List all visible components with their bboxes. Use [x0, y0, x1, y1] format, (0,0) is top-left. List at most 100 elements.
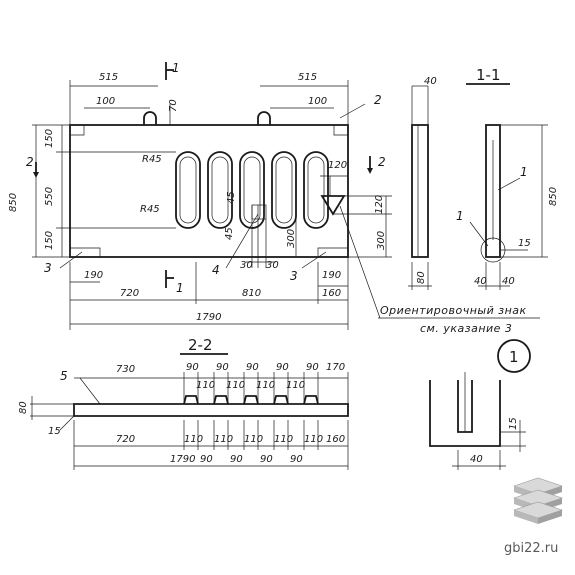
- callout-3-right: 3: [290, 269, 298, 283]
- elev-dim-110-b5: 110: [304, 434, 323, 445]
- callout-5: 5: [60, 369, 68, 383]
- callout-1-a: 1: [520, 165, 528, 179]
- dim-160: 160: [322, 288, 341, 299]
- elev-dim-110-b2: 110: [214, 434, 233, 445]
- elevation-slab: [73, 403, 349, 417]
- dim-top-left: 515: [99, 72, 118, 83]
- elev-dim-90-b3: 90: [260, 454, 273, 465]
- dim-190-b: 190: [322, 270, 341, 281]
- orientation-mark-icon: [320, 195, 346, 216]
- elev-dim-90-1: 90: [186, 362, 199, 373]
- elev-dim-160: 160: [326, 434, 345, 445]
- callout-3-left: 3: [44, 261, 52, 275]
- elev-dim-90-4: 90: [276, 362, 289, 373]
- slot-4: [271, 151, 297, 229]
- section-2-2: 2-2: [18, 336, 349, 470]
- dim-120-a: 120: [328, 160, 347, 171]
- elev-dim-730: 730: [116, 364, 135, 375]
- elev-dim-110-3: 110: [256, 380, 275, 391]
- notch-bottom-right: [317, 247, 348, 257]
- dim-15-section: 15: [518, 238, 531, 249]
- elev-dim-80: 80: [18, 401, 29, 414]
- elev-dim-110-b1: 110: [184, 434, 203, 445]
- cut-2-left: 2: [26, 155, 34, 169]
- dim-300-b: 300: [286, 229, 297, 248]
- dim-850: 850: [8, 193, 19, 212]
- elev-dim-90-b2: 90: [230, 454, 243, 465]
- dim-45-a: 45: [226, 191, 237, 204]
- slot-2: [207, 151, 233, 229]
- dim-150-bottom: 150: [44, 231, 55, 250]
- slot-1: [175, 151, 201, 229]
- dim-300-a: 300: [376, 231, 387, 250]
- callout-4: 4: [212, 263, 220, 277]
- note-line-2: см. указание 3: [420, 322, 512, 335]
- detail-marker-circle: [497, 339, 531, 373]
- dim-850-section: 850: [548, 187, 559, 206]
- lifting-loop-right: [257, 111, 271, 125]
- elev-dim-90-3: 90: [246, 362, 259, 373]
- section-profile: [485, 124, 501, 258]
- detail-1: 1 15 40: [429, 339, 531, 470]
- detail-dim-15: 15: [508, 417, 519, 430]
- dim-30-a: 30: [240, 260, 253, 271]
- detail-outline: [429, 380, 501, 447]
- dim-80-section: 80: [416, 271, 427, 284]
- dim-70: 70: [168, 99, 179, 112]
- note-line-1: Ориентировочный знак: [380, 304, 527, 317]
- elev-dim-15: 15: [48, 426, 61, 437]
- elev-dim-90-b4: 90: [290, 454, 303, 465]
- orientation-note: Ориентировочный знак см. указание 3: [378, 304, 540, 335]
- lifting-loop-left: [143, 111, 157, 125]
- callout-1-b: 1: [456, 209, 464, 223]
- dim-150-top: 150: [44, 129, 55, 148]
- dim-top-right: 515: [298, 72, 317, 83]
- dim-190: 190: [84, 270, 103, 281]
- detail-dim-40: 40: [470, 454, 483, 465]
- elev-dim-90-b1: 90: [200, 454, 213, 465]
- elev-dim-110-4: 110: [286, 380, 305, 391]
- cut-1-top: 1: [172, 61, 180, 75]
- elev-dim-170: 170: [326, 362, 345, 373]
- dim-45-b: 45: [224, 227, 235, 240]
- watermark-text: gbi22.ru: [504, 541, 558, 556]
- section-1-1-title: 1-1: [476, 66, 501, 84]
- dim-40-top: 40: [424, 76, 437, 87]
- dim-1790: 1790: [196, 312, 221, 323]
- slot-5: [303, 151, 329, 229]
- watermark: gbi22.ru: [504, 477, 563, 556]
- section-1-1: 1-1 40 850 80 15 40: [408, 66, 559, 290]
- dim-30-b: 30: [266, 260, 279, 271]
- notch-top-left: [70, 125, 85, 136]
- elev-dim-110-b3: 110: [244, 434, 263, 445]
- dim-100-left: 100: [96, 96, 115, 107]
- side-view: [411, 124, 429, 258]
- section-2-2-title: 2-2: [188, 336, 213, 354]
- elev-dim-110-2: 110: [226, 380, 245, 391]
- elev-dim-90-2: 90: [216, 362, 229, 373]
- elev-dim-110-1: 110: [196, 380, 215, 391]
- notch-bottom-left: [70, 247, 101, 257]
- detail-marker-number: 1: [509, 348, 519, 366]
- notch-top-right: [333, 125, 348, 136]
- elev-dim-720: 720: [116, 434, 135, 445]
- dim-550: 550: [44, 187, 55, 206]
- elev-dim-1790: 1790: [170, 454, 195, 465]
- radius-label-2: R45: [140, 204, 160, 215]
- cut-1-bottom: 1: [176, 281, 184, 295]
- plan-view: 515 515 100 100 70 850 150 550 150 R45 R…: [8, 61, 392, 405]
- dim-810: 810: [242, 288, 261, 299]
- dim-40-b: 40: [502, 276, 515, 287]
- dim-120-b: 120: [374, 195, 385, 214]
- dim-720: 720: [120, 288, 139, 299]
- callout-2: 2: [374, 93, 382, 107]
- slab-outline: [69, 124, 349, 258]
- cut-2-right: 2: [378, 155, 386, 169]
- elev-dim-110-b4: 110: [274, 434, 293, 445]
- dim-40-a: 40: [474, 276, 487, 287]
- elev-dim-90-5: 90: [306, 362, 319, 373]
- logo-stack-icon: [513, 477, 563, 524]
- radius-label-1: R45: [142, 154, 162, 165]
- dim-100-right: 100: [308, 96, 327, 107]
